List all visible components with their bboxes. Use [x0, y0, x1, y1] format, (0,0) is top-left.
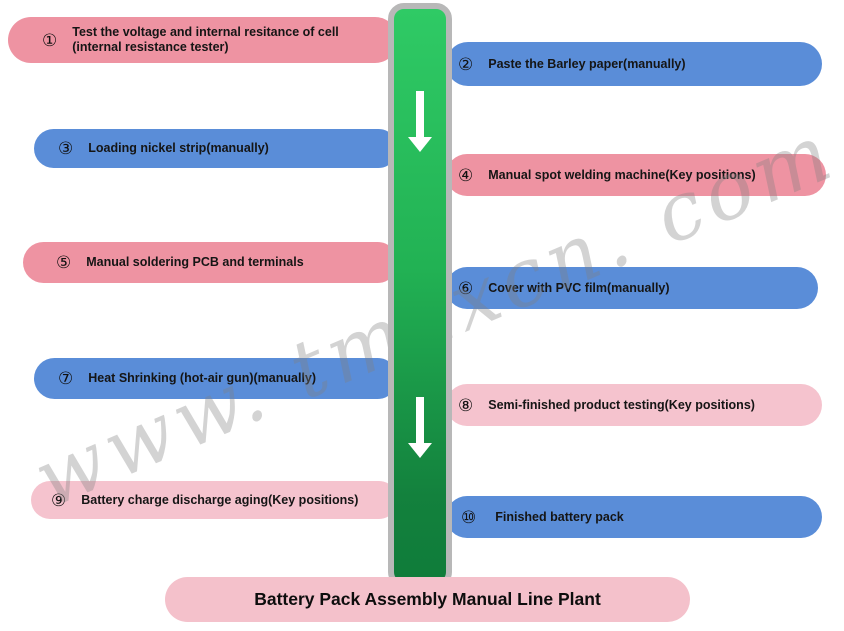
step-number-7: ⑦: [58, 369, 74, 388]
step-pill-2: ② Paste the Barley paper(manually): [446, 42, 822, 86]
step-label-5: Manual soldering PCB and terminals: [86, 255, 304, 269]
step-pill-10: ⑩ Finished battery pack: [446, 496, 822, 538]
step-pill-4: ④ Manual spot welding machine(Key positi…: [446, 154, 826, 196]
step-label-3: Loading nickel strip(manually): [88, 141, 269, 155]
flow-direction-bar: [388, 3, 452, 588]
step-label-4: Manual spot welding machine(Key position…: [488, 167, 756, 182]
step-pill-8: ⑧ Semi-finished product testing(Key posi…: [446, 384, 822, 426]
step-label-7: Heat Shrinking (hot-air gun)(manually): [88, 371, 317, 385]
step-pill-5: ⑤ Manual soldering PCB and terminals: [23, 242, 398, 283]
step-label-2: Paste the Barley paper(manually): [488, 56, 686, 71]
down-arrow-icon: [408, 397, 432, 458]
step-number-1: ①: [42, 30, 58, 50]
step-label-6: Cover with PVC film(manually): [488, 280, 670, 295]
down-arrow-icon: [408, 91, 432, 152]
diagram-title: Battery Pack Assembly Manual Line Plant: [254, 589, 601, 609]
step-number-3: ③: [58, 139, 74, 158]
diagram-title-pill: Battery Pack Assembly Manual Line Plant: [165, 577, 690, 622]
step-number-4: ④: [458, 165, 474, 185]
step-number-2: ②: [458, 54, 474, 74]
step-number-6: ⑥: [458, 278, 474, 298]
step-number-5: ⑤: [56, 253, 72, 272]
step-label-9: Battery charge discharge aging(Key posit…: [81, 492, 359, 507]
step-label-1: Test the voltage and internal resitance …: [72, 25, 339, 54]
step-pill-3: ③ Loading nickel strip(manually): [34, 129, 398, 168]
step-pill-6: ⑥ Cover with PVC film(manually): [446, 267, 818, 309]
step-pill-7: ⑦ Heat Shrinking (hot-air gun)(manually): [34, 358, 398, 399]
step-label-8: Semi-finished product testing(Key positi…: [488, 397, 755, 412]
step-number-9: ⑨: [51, 490, 67, 510]
step-number-8: ⑧: [458, 395, 474, 415]
step-label-10: Finished battery pack: [495, 509, 624, 524]
step-number-10: ⑩: [461, 507, 477, 527]
step-pill-1: ① Test the voltage and internal resitanc…: [8, 17, 398, 63]
step-pill-9: ⑨ Battery charge discharge aging(Key pos…: [31, 481, 398, 519]
